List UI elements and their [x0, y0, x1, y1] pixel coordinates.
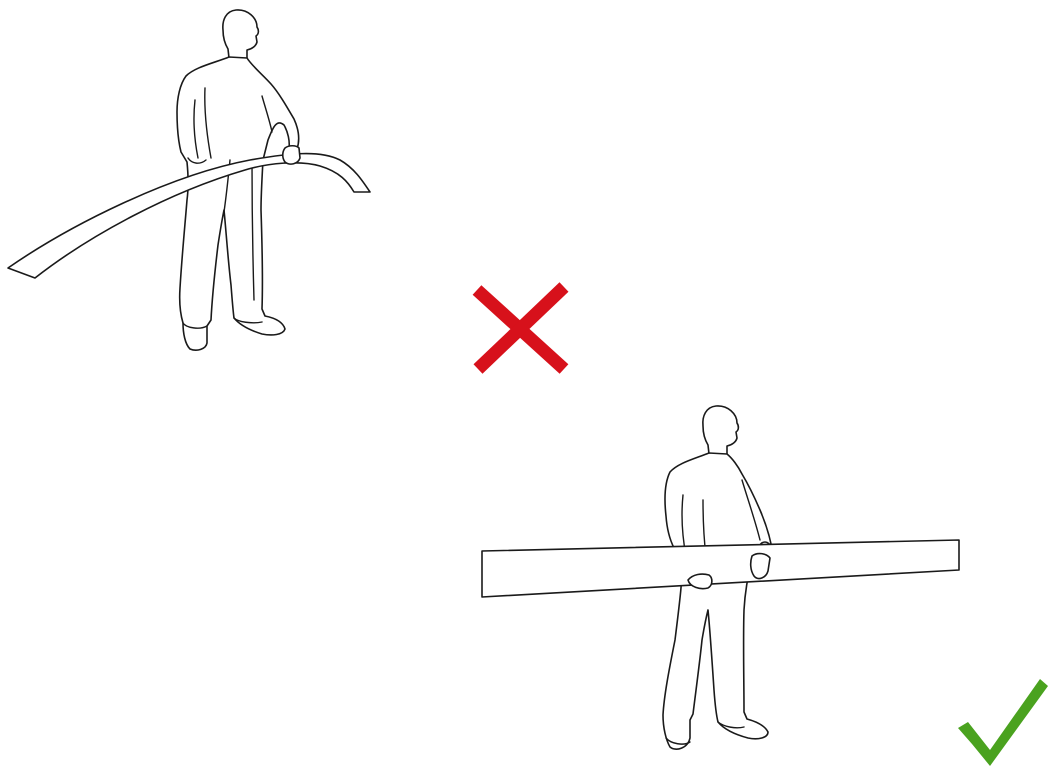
check-icon	[958, 679, 1048, 766]
cross-icon	[477, 287, 564, 369]
incorrect-handling-figure	[8, 10, 370, 350]
correct-handling-figure	[482, 406, 959, 749]
gripping-hand	[283, 146, 300, 164]
right-hand	[751, 554, 770, 579]
